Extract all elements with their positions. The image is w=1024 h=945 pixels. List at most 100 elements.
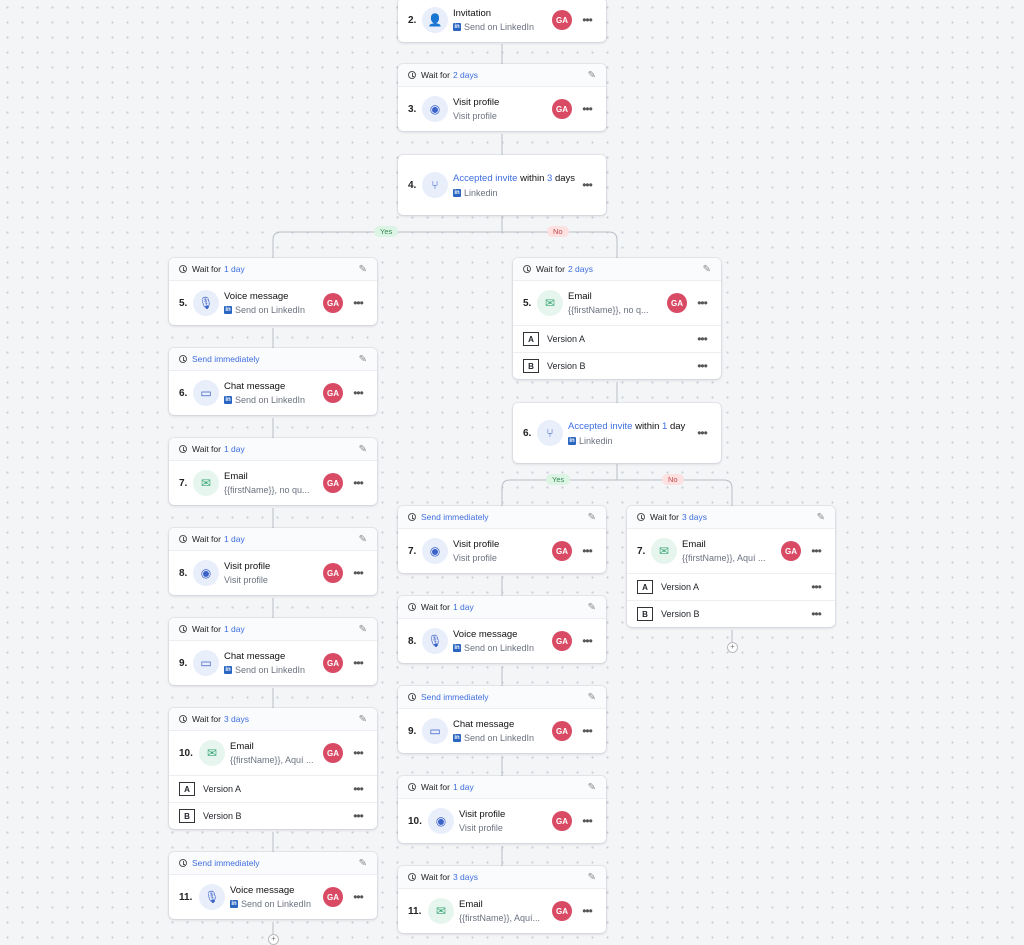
more-options-icon[interactable]: ••• <box>582 814 593 828</box>
avatar[interactable]: GA <box>323 653 343 673</box>
avatar[interactable]: GA <box>323 743 343 763</box>
avatar[interactable]: GA <box>323 887 343 907</box>
edit-pencil-icon[interactable]: ✎ <box>358 263 367 275</box>
more-options-icon[interactable]: ••• <box>697 296 708 310</box>
avatar[interactable]: GA <box>552 10 572 30</box>
more-options-icon[interactable]: ••• <box>697 332 708 346</box>
more-options-icon[interactable]: ••• <box>582 13 593 27</box>
more-options-icon[interactable]: ••• <box>353 782 364 796</box>
more-options-icon[interactable]: ••• <box>582 178 593 192</box>
edit-pencil-icon[interactable]: ✎ <box>702 263 711 275</box>
more-options-icon[interactable]: ••• <box>353 656 364 670</box>
more-options-icon[interactable]: ••• <box>697 359 708 373</box>
avatar[interactable]: GA <box>323 473 343 493</box>
edit-pencil-icon[interactable]: ✎ <box>358 713 367 725</box>
avatar[interactable]: GA <box>323 563 343 583</box>
avatar[interactable]: GA <box>781 541 801 561</box>
avatar[interactable]: GA <box>552 99 572 119</box>
edit-pencil-icon[interactable]: ✎ <box>358 857 367 869</box>
edit-pencil-icon[interactable]: ✎ <box>358 443 367 455</box>
edit-pencil-icon[interactable]: ✎ <box>587 69 596 81</box>
edit-pencil-icon[interactable]: ✎ <box>587 871 596 883</box>
avatar[interactable]: GA <box>552 541 572 561</box>
more-options-icon[interactable]: ••• <box>582 634 593 648</box>
more-options-icon[interactable]: ••• <box>353 296 364 310</box>
add-step-button[interactable]: + <box>727 642 738 653</box>
avatar[interactable]: GA <box>323 293 343 313</box>
condition-link[interactable]: Accepted invite <box>568 421 633 432</box>
edit-pencil-icon[interactable]: ✎ <box>358 623 367 635</box>
edit-pencil-icon[interactable]: ✎ <box>816 511 825 523</box>
edit-pencil-icon[interactable]: ✎ <box>587 691 596 703</box>
more-options-icon[interactable]: ••• <box>582 544 593 558</box>
step-row[interactable]: 7.✉Email{{firstName}}, no qu...GA••• <box>169 461 377 505</box>
condition-link[interactable]: Accepted invite <box>453 173 518 184</box>
more-options-icon[interactable]: ••• <box>353 386 364 400</box>
more-options-icon[interactable]: ••• <box>811 607 822 621</box>
more-options-icon[interactable]: ••• <box>582 724 593 738</box>
edit-pencil-icon[interactable]: ✎ <box>358 353 367 365</box>
avatar[interactable]: GA <box>552 811 572 831</box>
avatar[interactable]: GA <box>552 721 572 741</box>
add-step-button[interactable]: + <box>268 934 279 945</box>
edit-pencil-icon[interactable]: ✎ <box>587 781 596 793</box>
more-options-icon[interactable]: ••• <box>353 809 364 823</box>
step-row[interactable]: 5.✉Email{{firstName}}, no q...GA••• <box>513 281 721 325</box>
more-options-icon[interactable]: ••• <box>353 476 364 490</box>
edit-pencil-icon[interactable]: ✎ <box>587 601 596 613</box>
more-options-icon[interactable]: ••• <box>811 580 822 594</box>
avatar[interactable]: GA <box>323 383 343 403</box>
avatar[interactable]: GA <box>667 293 687 313</box>
avatar[interactable]: GA <box>552 631 572 651</box>
more-options-icon[interactable]: ••• <box>811 544 822 558</box>
avatar[interactable]: GA <box>552 901 572 921</box>
step-row[interactable]: 7.✉Email{{firstName}}, Aquí ...GA••• <box>627 529 835 573</box>
more-options-icon[interactable]: ••• <box>697 426 708 440</box>
more-options-icon[interactable]: ••• <box>353 746 364 760</box>
step-row[interactable]: 11.✉Email{{firstName}}, Aquí...GA••• <box>398 889 606 933</box>
edit-pencil-icon[interactable]: ✎ <box>358 533 367 545</box>
edit-pencil-icon[interactable]: ✎ <box>587 511 596 523</box>
more-options-icon[interactable]: ••• <box>353 890 364 904</box>
more-options-icon[interactable]: ••• <box>582 102 593 116</box>
step-row[interactable]: 10.✉Email{{firstName}}, Aquí ...GA••• <box>169 731 377 775</box>
more-options-icon[interactable]: ••• <box>353 566 364 580</box>
more-options-icon[interactable]: ••• <box>582 904 593 918</box>
